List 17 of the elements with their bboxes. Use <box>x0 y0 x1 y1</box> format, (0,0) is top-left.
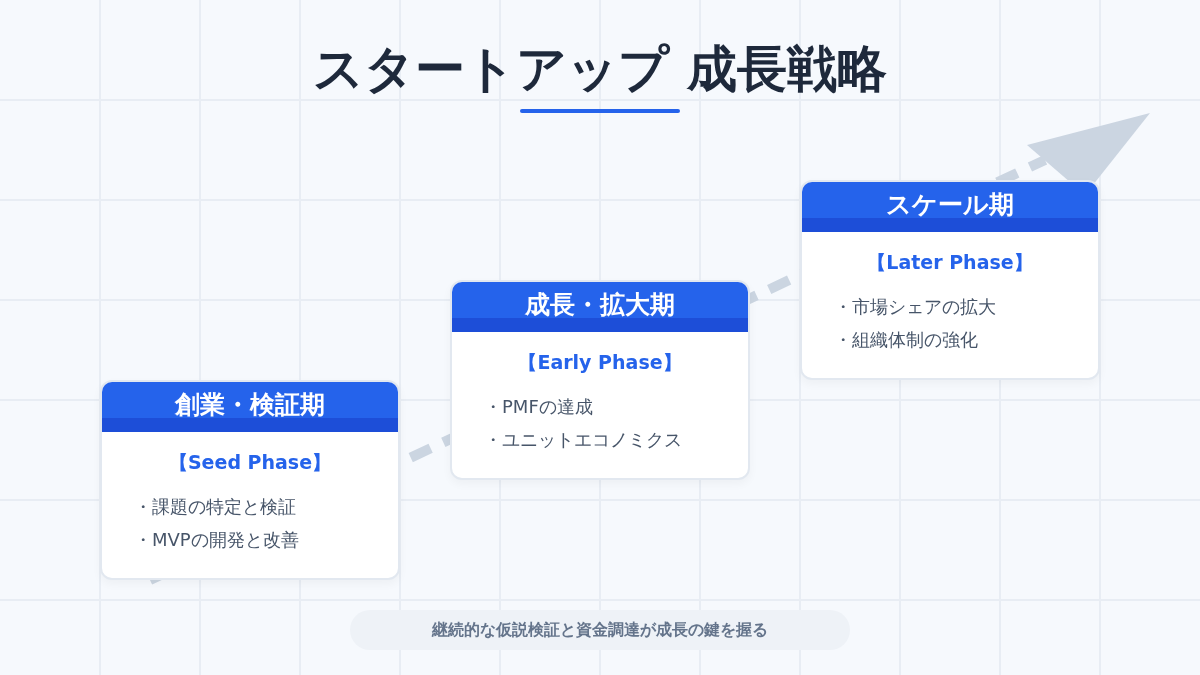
bullet-item: ・ユニットエコノミクス <box>484 428 682 452</box>
phase-card <box>800 180 1100 380</box>
phase-label: 【Later Phase】 <box>866 250 1034 275</box>
title: スタートアップ 成長戦略 <box>313 39 887 100</box>
bullet-item: ・PMFの達成 <box>484 395 593 419</box>
bullet-item: ・組織体制の強化 <box>834 328 978 352</box>
phase-label: 【Seed Phase】 <box>167 450 333 475</box>
card-header: 創業・検証期 <box>102 382 398 432</box>
bullet-item: ・MVPの開発と改善 <box>134 528 299 552</box>
card-header: スケール期 <box>802 182 1098 232</box>
bullet-item: ・課題の特定と検証 <box>134 495 296 519</box>
phase-label: 【Early Phase】 <box>517 350 683 375</box>
bullet-item: ・市場シェアの拡大 <box>834 295 996 319</box>
phase-card <box>100 380 400 580</box>
phase-card <box>450 280 750 480</box>
card-header: 成長・拡大期 <box>452 282 748 332</box>
summary-text: 継続的な仮説検証と資金調達が成長の鍵を握る <box>432 619 768 641</box>
